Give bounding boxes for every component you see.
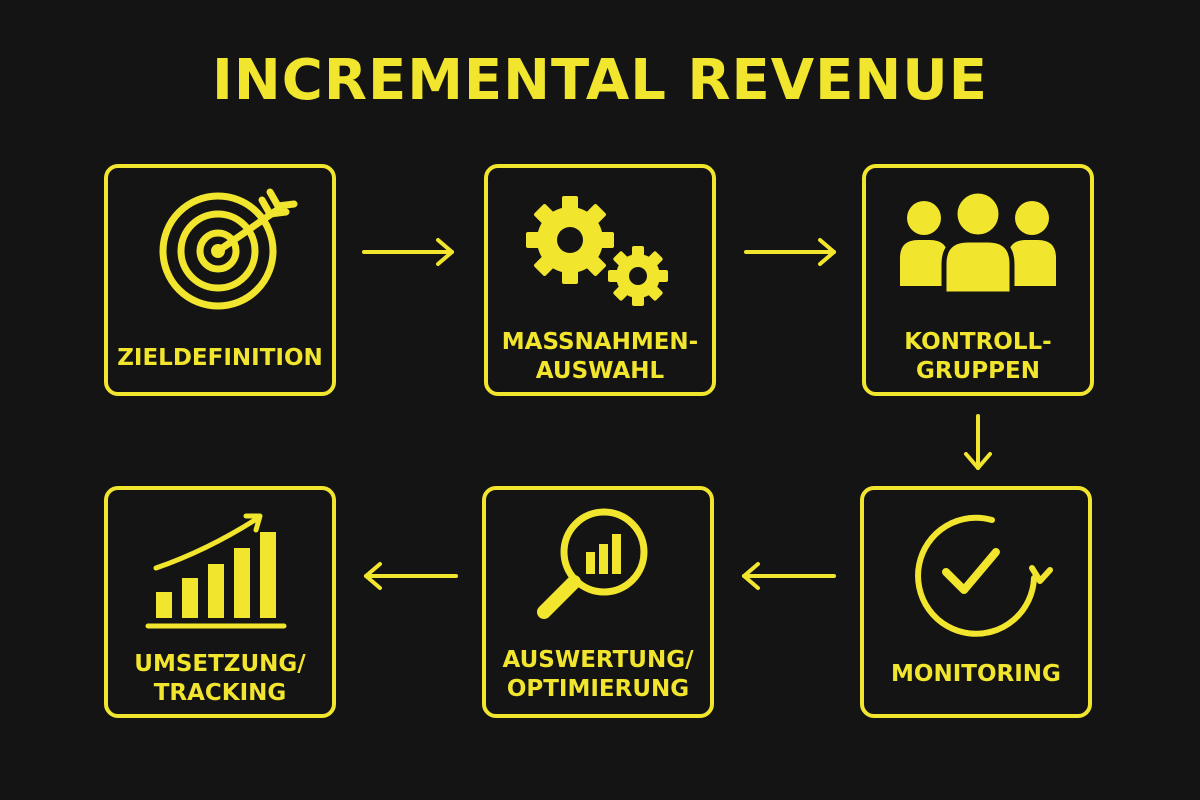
magnifier-chart-icon — [537, 508, 648, 619]
step-label-umsetzung-tracking: UMSETZUNG/ TRACKING — [134, 651, 306, 706]
growth-chart-icon — [145, 513, 287, 629]
step-label-zieldefinition: ZIELDEFINITION — [117, 345, 323, 371]
arrow-left-icon — [742, 562, 836, 590]
step-box-massnahmen-auswahl: MASSNAHMEN- AUSWAHL — [484, 164, 716, 396]
arrow-left-icon — [364, 562, 458, 590]
target-icon — [159, 188, 298, 310]
diagram-title: INCREMENTAL REVENUE — [212, 48, 988, 113]
step-label-massnahmen-auswahl: MASSNAHMEN- AUSWAHL — [501, 329, 699, 384]
step-box-kontroll-gruppen: KONTROLL- GRUPPEN — [862, 164, 1094, 396]
step-label-monitoring: MONITORING — [891, 661, 1061, 687]
people-group-icon — [900, 188, 1056, 297]
arrow-down-icon — [964, 414, 992, 470]
step-box-umsetzung-tracking: UMSETZUNG/ TRACKING — [104, 486, 336, 718]
step-label-kontroll-gruppen: KONTROLL- GRUPPEN — [904, 329, 1052, 384]
gears-icon — [526, 196, 668, 306]
step-label-auswertung-optimierung: AUSWERTUNG/ OPTIMIERUNG — [502, 647, 694, 702]
step-box-zieldefinition: ZIELDEFINITION — [104, 164, 336, 396]
check-cycle-icon — [915, 514, 1053, 637]
arrow-right-icon — [362, 238, 454, 266]
step-box-auswertung-optimierung: AUSWERTUNG/ OPTIMIERUNG — [482, 486, 714, 718]
step-box-monitoring: MONITORING — [860, 486, 1092, 718]
arrow-right-icon — [744, 238, 836, 266]
